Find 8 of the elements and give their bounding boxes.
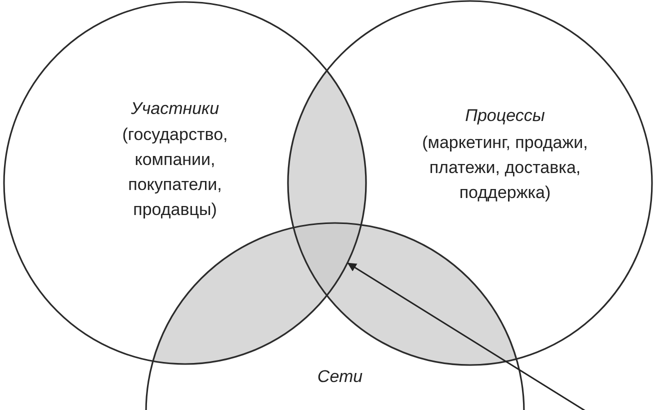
body-text: (государство, компании, покупатели, продавцы): [121, 124, 229, 221]
overlap-region: [292, 222, 362, 297]
heading-text: Сети: [316, 366, 364, 388]
set-circle: [3, 1, 367, 365]
body-text: (маркетинг, продажи, платежи, доставка, поддержка): [421, 132, 589, 204]
heading-text: Участники: [130, 98, 220, 120]
set-circle: [287, 0, 653, 366]
heading-text: Процессы: [464, 105, 546, 127]
